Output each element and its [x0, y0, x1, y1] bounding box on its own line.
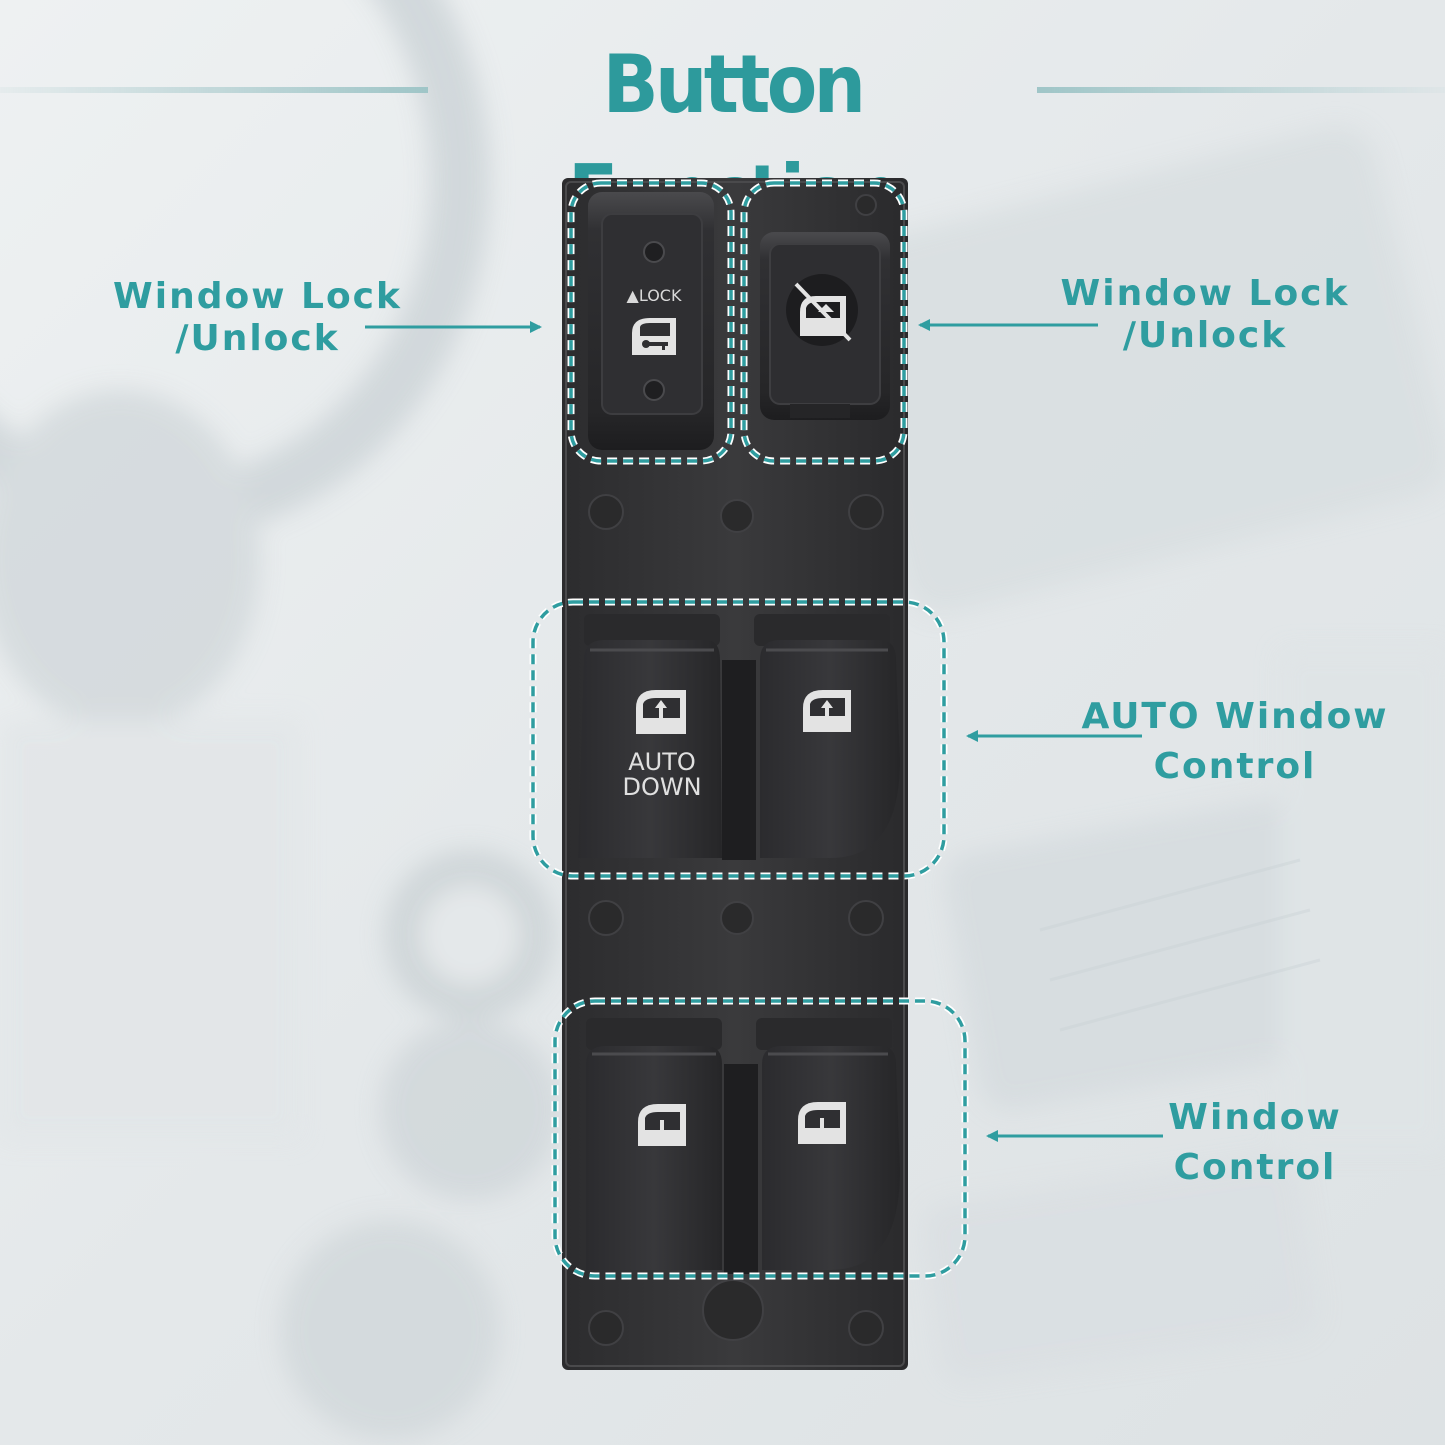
auto-window-switch-passenger[interactable] [754, 614, 900, 858]
callout-line2: Control [1153, 746, 1317, 787]
window-up-down-icon [638, 1104, 686, 1146]
highlight-lock-switch [569, 181, 733, 463]
window-lockout-icon [786, 274, 858, 346]
window-switch-rear-right[interactable] [756, 1018, 900, 1270]
lock-text: ▲LOCK [627, 286, 682, 305]
callout-line1: AUTO Window [1081, 696, 1389, 737]
window-lock-switch[interactable]: ▲LOCK [588, 192, 714, 450]
window-switch-rear-left[interactable] [586, 1018, 722, 1270]
highlight-window-switches [553, 999, 967, 1278]
callout-window-control: Window Control [1140, 1093, 1370, 1193]
callout-arrows [365, 319, 1163, 1142]
down-text: DOWN [622, 773, 701, 801]
callout-window-lock-left: Window Lock /Unlock [80, 276, 435, 360]
window-up-down-icon [803, 690, 851, 732]
auto-text: AUTO [628, 748, 696, 776]
title-divider-left [0, 87, 428, 93]
window-up-down-icon [636, 690, 686, 734]
callout-line2: /Unlock [175, 318, 340, 359]
title-divider-right [1037, 87, 1445, 93]
mounting-dimples [588, 194, 884, 1346]
door-key-icon [632, 318, 676, 355]
callout-line2: Control [1173, 1147, 1337, 1188]
highlight-outlines [531, 181, 967, 1278]
callout-auto-window-control: AUTO Window Control [1060, 692, 1410, 792]
auto-window-switch-driver[interactable]: AUTO DOWN [578, 614, 722, 858]
callout-line1: Window [1168, 1097, 1342, 1138]
window-lockout-switch[interactable] [760, 232, 890, 420]
window-up-down-icon [798, 1102, 846, 1144]
callout-line1: Window Lock [113, 276, 402, 317]
callout-line1: Window Lock [1060, 273, 1350, 314]
highlight-lockout-switch [742, 181, 906, 463]
callout-window-lock-right: Window Lock /Unlock [1030, 273, 1380, 357]
highlight-auto-switches [531, 600, 946, 878]
callout-line2: /Unlock [1122, 315, 1288, 356]
